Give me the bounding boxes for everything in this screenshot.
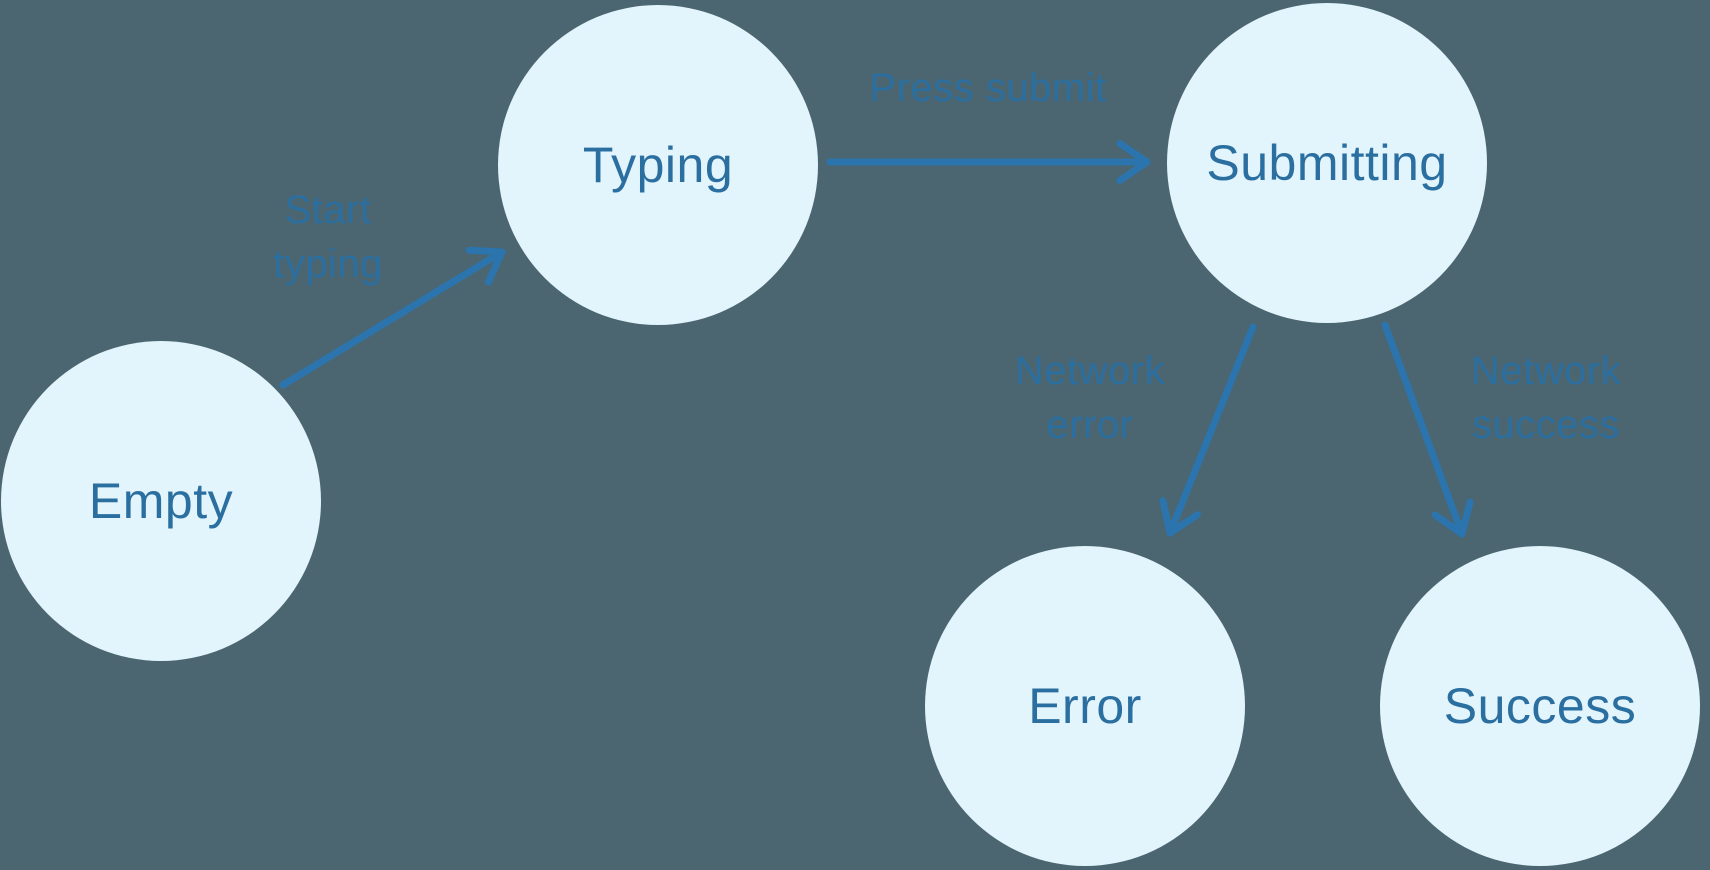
state-label-submitting: Submitting — [1206, 135, 1448, 191]
edge-label-network-error: Network error — [1015, 344, 1165, 452]
state-node-submitting: Submitting — [1167, 3, 1487, 323]
edge-label-press-submit: Press submit — [869, 61, 1106, 115]
edge-label-network-success: Network success — [1471, 344, 1621, 452]
transition-arrow-press-submit — [826, 139, 1151, 185]
state-node-success: Success — [1380, 546, 1700, 866]
arrow-shaft — [1381, 321, 1466, 538]
state-label-typing: Typing — [582, 137, 734, 193]
edge-label-line: error — [1046, 403, 1134, 447]
edge-label-line: typing — [273, 242, 383, 286]
arrowhead-icon — [1159, 497, 1201, 537]
arrowhead-icon — [465, 246, 506, 286]
edge-label-line: Network — [1470, 349, 1622, 393]
state-label-success: Success — [1443, 678, 1637, 734]
arrowhead-icon — [1116, 139, 1151, 185]
state-label-empty: Empty — [88, 473, 234, 529]
arrowhead-icon — [1431, 498, 1474, 538]
transition-arrow-network-success — [1381, 321, 1474, 538]
edge-label-line: Start — [284, 188, 372, 232]
edge-label-line: Network — [1014, 349, 1166, 393]
state-node-typing: Typing — [498, 5, 818, 325]
edge-label-line: Press submit — [869, 66, 1107, 110]
transition-arrow-network-error — [1159, 323, 1257, 537]
edge-label-start-typing: Start typing — [273, 183, 383, 291]
state-node-error: Error — [925, 546, 1245, 866]
state-node-empty: Empty — [1, 341, 321, 661]
arrow-shaft — [1166, 323, 1257, 537]
state-label-error: Error — [1028, 678, 1142, 734]
edge-label-line: success — [1471, 403, 1620, 447]
